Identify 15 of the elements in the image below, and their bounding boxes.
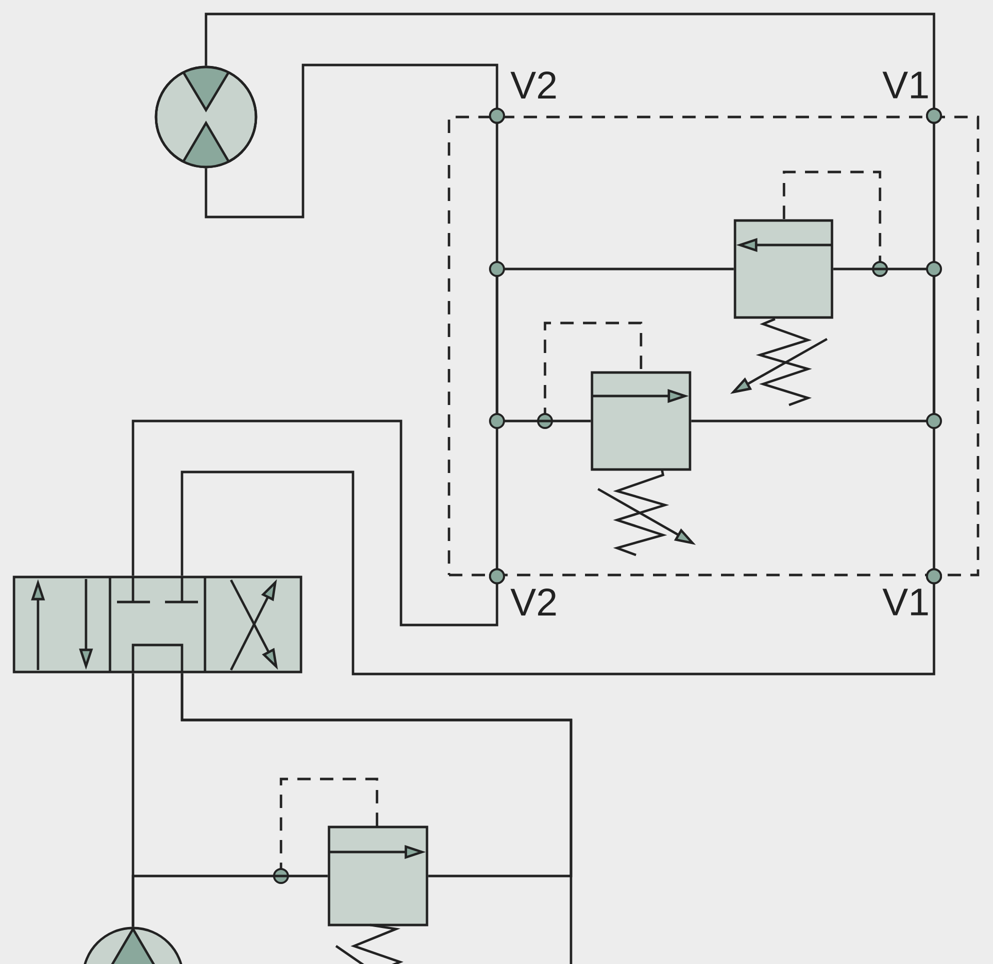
directional-valve-symbol — [12, 576, 302, 674]
hydraulic-line — [180, 470, 942, 676]
hydraulic-line — [132, 420, 505, 626]
motor-symbol — [154, 66, 258, 168]
hydraulic-line — [691, 108, 942, 422]
port-label: V1 — [882, 72, 928, 98]
hydraulic-line — [132, 874, 328, 927]
port-label: V2 — [510, 72, 556, 98]
hydraulic-line — [180, 673, 572, 964]
relief-valve-symbol — [273, 778, 428, 964]
pump-symbol — [82, 926, 184, 964]
hydraulic-line — [489, 108, 591, 422]
port-label: V2 — [510, 588, 556, 616]
port-label: V1 — [882, 588, 928, 616]
valve-block-outline — [448, 116, 980, 576]
